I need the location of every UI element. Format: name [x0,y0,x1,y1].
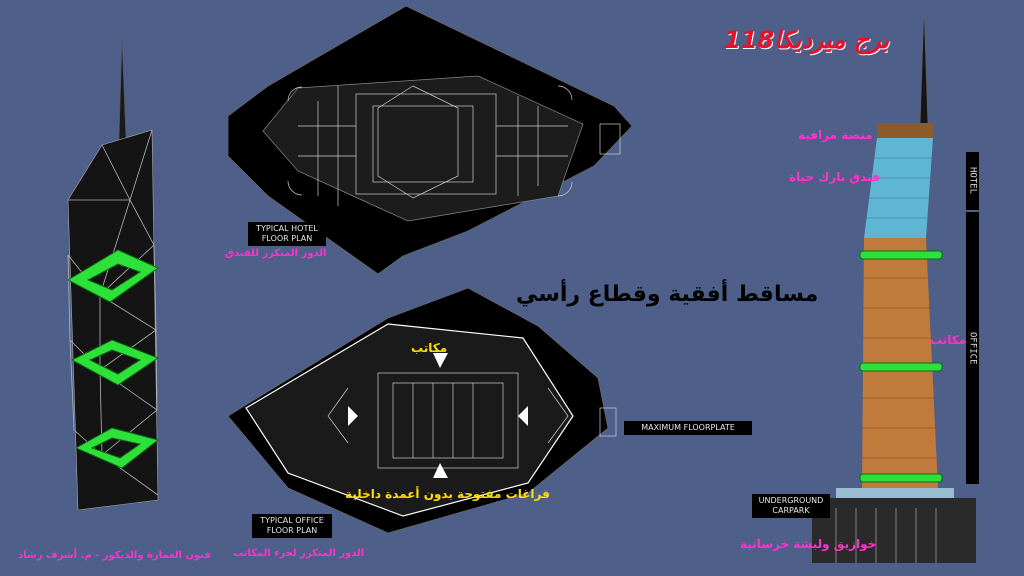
offices-label: مكاتب [411,341,448,355]
hotel-plan-tag: TYPICAL HOTEL FLOOR PLAN [248,222,326,246]
tower-3d-model [66,40,160,510]
hotel-floor-plan [228,6,632,275]
hotel-zone-strip: HOTEL [966,152,979,210]
author-credit: فنون العمارة والديكور - م. أشرف رشاد [18,550,211,561]
carpark-tag: UNDERGROUND CARPARK [752,494,830,518]
hotel-label: فندق بارك حياة [789,170,880,184]
hotel-plan-caption: الدور المتكرر للفندق [225,248,327,259]
open-space-label: فراغات مفتوحة بدون أعمدة داخلية [345,487,550,501]
max-floorplate-tag: MAXIMUM FLOORPLATE [624,421,752,435]
office-plan-caption: الدور المتكرر لجزء المكاتب [233,548,365,559]
observation-deck-label: منصة مراقبة [798,128,873,142]
offices-section-label: مكاتب [930,333,967,347]
vertical-section [812,8,976,563]
office-plan-tag: TYPICAL OFFICE FLOOR PLAN [252,514,332,538]
office-zone-strip: OFFICE [966,212,979,484]
office-floor-plan [228,288,617,534]
foundation-label: خوازيق ولبشة خرسانية [740,537,877,551]
page-title: برج ميرديكا118 [724,26,890,54]
section-subtitle: مساقط أفقية وقطاع رأسي [516,282,819,307]
